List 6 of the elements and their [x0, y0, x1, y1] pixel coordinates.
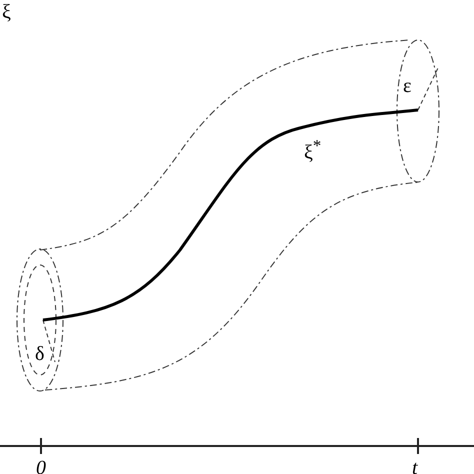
radius-label: δ — [35, 344, 44, 364]
radius-label: ε — [403, 76, 412, 96]
axis-label: ξ — [2, 2, 11, 22]
curve-label: ξ$^{*}$ — [304, 138, 322, 163]
tick-label: 0 — [36, 458, 46, 474]
tick-label: t — [412, 458, 418, 474]
